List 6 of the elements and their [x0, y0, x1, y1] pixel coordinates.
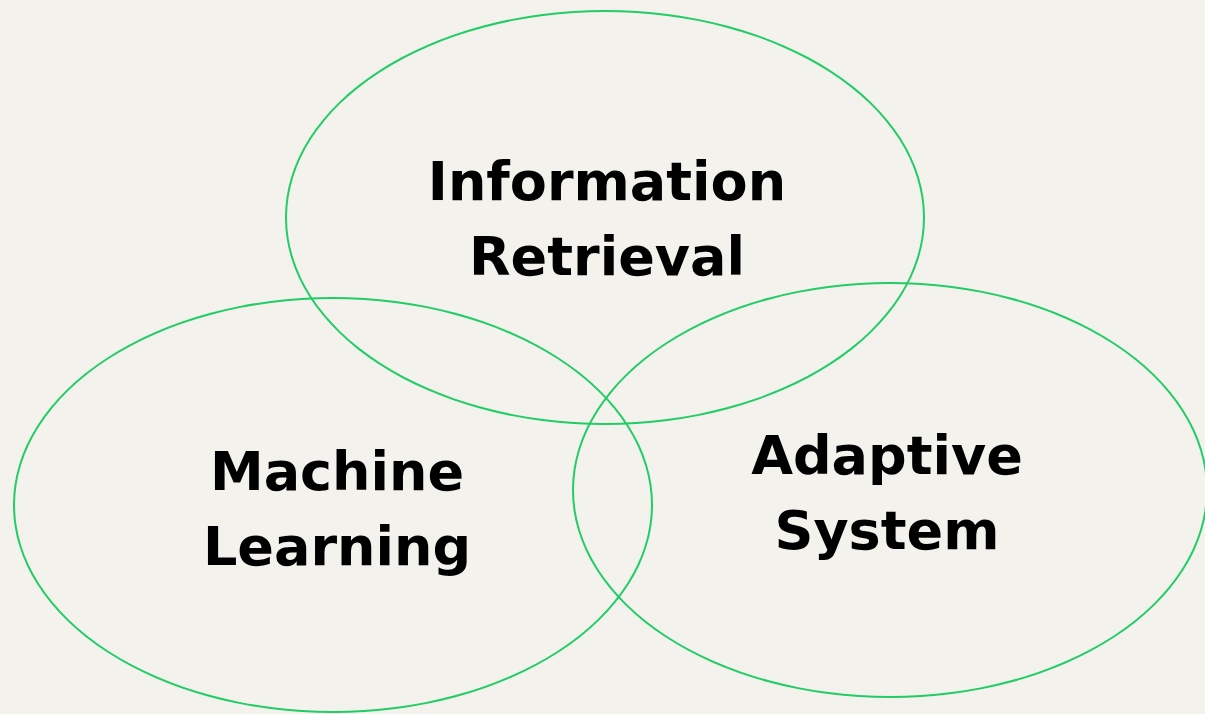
venn-ellipse: [285, 10, 925, 425]
set-label: Information Retrieval: [426, 149, 788, 290]
set-label: Machine Learning: [201, 439, 473, 580]
venn-ellipse: [13, 297, 653, 713]
venn-ellipse: [572, 282, 1205, 698]
set-label: Adaptive System: [750, 423, 1024, 564]
